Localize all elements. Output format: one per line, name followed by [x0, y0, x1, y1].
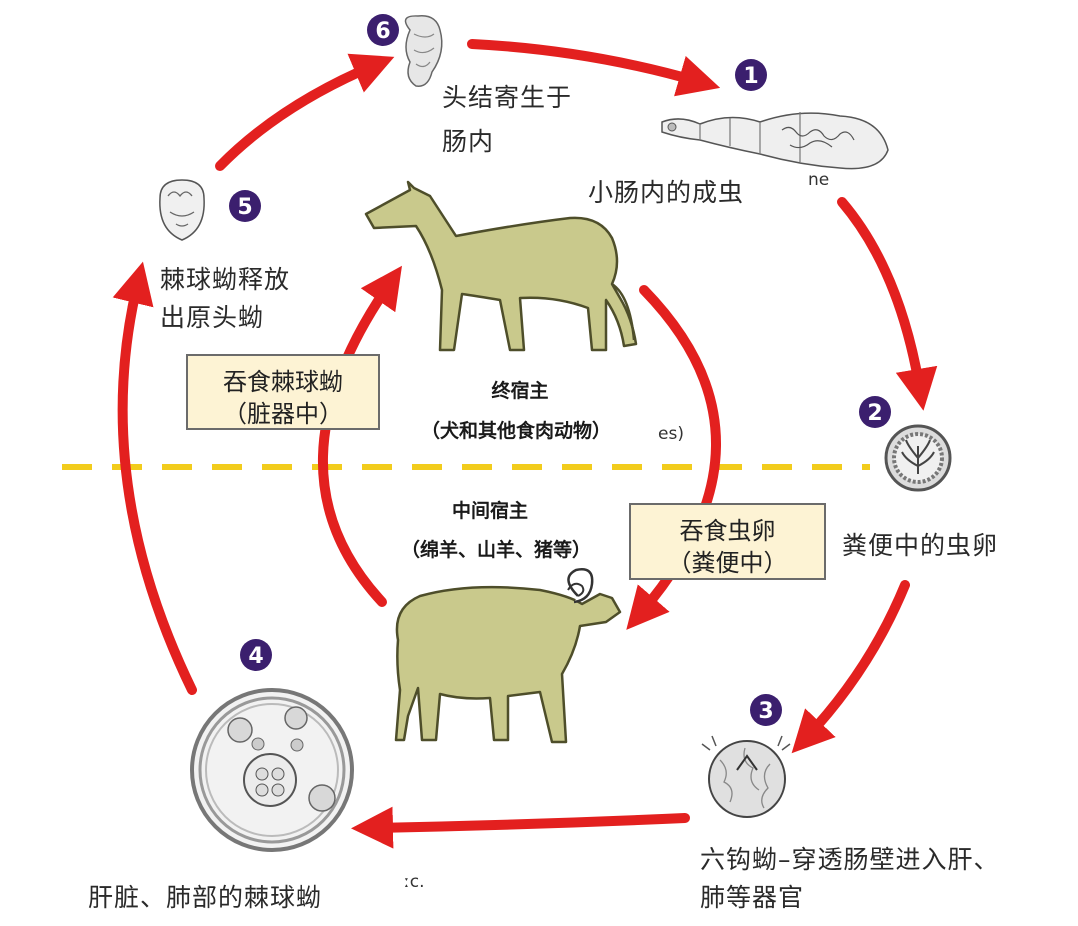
step-1-marker: 1: [735, 59, 767, 91]
scolex-illustration: [404, 15, 443, 87]
step-6-number: 6: [375, 19, 390, 44]
arrow-1-to-2: [837, 197, 938, 411]
step-2-marker: 2: [859, 396, 891, 428]
arrow-3-to-4: [351, 806, 690, 849]
step-2-label: 粪便中的虫卵: [842, 531, 999, 560]
step-2-number: 2: [867, 401, 882, 426]
step-3-number: 3: [758, 699, 773, 724]
step-3-label-line1: 六钩蚴–穿透肠壁进入肝、: [700, 845, 1000, 874]
dog-illustration: [364, 180, 638, 352]
step-1-number: 1: [743, 64, 758, 89]
intermediate-host-subtitle: （绵羊、山羊、猪等）: [400, 539, 591, 561]
oncosphere-illustration: [701, 735, 791, 818]
step-6-label-line1: 头结寄生于: [442, 83, 573, 112]
ingest-cyst-box-line2: （脏器中）: [223, 400, 343, 428]
step-4-number: 4: [248, 644, 263, 669]
arrow-6-to-1: [467, 39, 721, 97]
adult-worm-illustration: [661, 112, 889, 170]
step-5-label-line1: 棘球蚴释放: [160, 265, 291, 294]
ingest-egg-box-line1: 吞食虫卵: [679, 517, 776, 545]
step-4-label: 肝脏、肺部的棘球蚴: [88, 883, 323, 912]
step-markers: 1 2 3 4 5 6: [229, 14, 891, 726]
step-1-label: 小肠内的成虫: [588, 178, 745, 207]
step-4-marker: 4: [240, 639, 272, 671]
step-5-marker: 5: [229, 190, 261, 222]
ingest-cyst-box-line1: 吞食棘球蚴: [223, 368, 343, 396]
arrow-4-to-5: [112, 261, 197, 695]
outer-cycle-arrows: [112, 39, 938, 849]
definitive-host-title: 终宿主: [491, 380, 549, 402]
ingest-egg-box-line2: （粪便中）: [667, 549, 788, 577]
step-6-marker: 6: [367, 14, 399, 46]
step-3-label-line2: 肺等器官: [700, 883, 805, 912]
arrow-2-to-3: [791, 580, 910, 754]
step-5-label-line2: 出原头蚴: [160, 303, 265, 332]
step-6-label-line2: 肠内: [442, 127, 495, 156]
arrow-5-to-6: [215, 53, 395, 171]
ingest-egg-box: 吞食虫卵 （粪便中）: [629, 503, 826, 580]
protoscolex-illustration: [159, 179, 205, 241]
arrow-sheep-to-dog: [318, 265, 402, 607]
definitive-host-subtitle: （犬和其他食肉动物）: [420, 420, 611, 442]
step-3-marker: 3: [750, 694, 782, 726]
residual-text-b: es): [658, 424, 684, 444]
intermediate-host-title: 中间宿主: [451, 500, 528, 522]
residual-text-c: ːc.: [404, 872, 425, 892]
ingest-cyst-box: 吞食棘球蚴 （脏器中）: [186, 354, 380, 430]
step-5-number: 5: [237, 195, 252, 220]
sheep-illustration: [394, 568, 622, 744]
egg-illustration: [884, 424, 952, 492]
hydatid-cyst-illustration: [190, 688, 354, 852]
residual-text-a: ne: [808, 170, 830, 190]
